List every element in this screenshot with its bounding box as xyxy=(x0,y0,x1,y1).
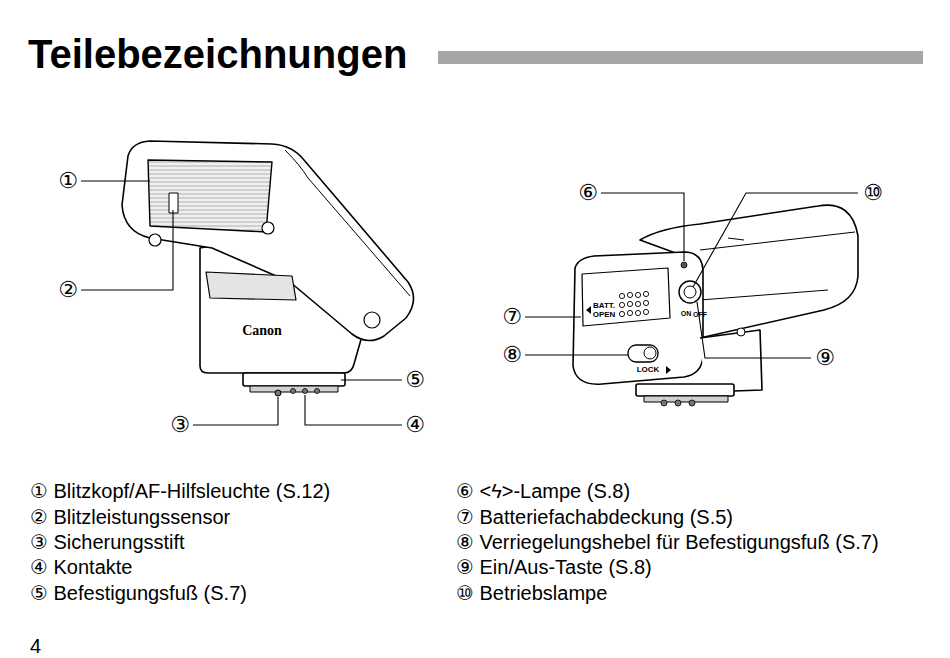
panel-marking: LOCK xyxy=(637,366,660,375)
flash-head xyxy=(122,141,414,341)
callout-number: ⑤ xyxy=(405,368,425,392)
contact xyxy=(303,389,308,394)
page-title: Teilebezeichnungen xyxy=(28,31,407,77)
power-button xyxy=(679,281,701,303)
callout-number: ⑥ xyxy=(578,181,598,205)
callout-number: ⑦ xyxy=(502,305,522,329)
heading-bar xyxy=(438,51,923,64)
page-number: 4 xyxy=(30,635,41,657)
leader-lines xyxy=(81,181,858,425)
part-list-item: ④ Kontakte xyxy=(30,556,132,578)
battery-dots xyxy=(619,291,648,316)
power-button-inner xyxy=(684,286,696,298)
part-list-item: ⑥ <ϟ>-Lampe (S.8) xyxy=(456,480,630,502)
contact xyxy=(661,400,667,406)
panel-marking: OFF xyxy=(693,311,707,319)
part-list-item: ⑨ Ein/Aus-Taste (S.8) xyxy=(456,556,652,578)
open-arrow xyxy=(586,306,591,314)
callout-number: ② xyxy=(58,278,78,302)
callout-number: ⑨ xyxy=(815,346,835,370)
head-edge xyxy=(700,290,828,300)
mounting-foot xyxy=(636,384,734,396)
lock-lever xyxy=(628,345,658,362)
mounting-foot xyxy=(243,373,345,386)
part-list-item: ⑤ Befestigungsfuß (S.7) xyxy=(30,582,247,604)
contact xyxy=(315,389,320,394)
callout-number: ⑧ xyxy=(502,343,522,367)
screw-hole xyxy=(364,312,380,328)
callout-number: ⑩ xyxy=(863,181,883,205)
lock-knob xyxy=(644,347,656,359)
callout-number: ① xyxy=(58,169,78,193)
battery-cover xyxy=(582,268,670,326)
flash-body xyxy=(700,330,762,392)
part-list-item: ② Blitzleistungssensor xyxy=(30,506,230,528)
part-list-item: ③ Sicherungsstift xyxy=(30,531,185,553)
panel-marking: ON xyxy=(681,310,692,318)
mark xyxy=(728,238,744,240)
part-list-item: ⑧ Verriegelungshebel für Befestigungsfuß… xyxy=(456,531,879,553)
screw-hole xyxy=(262,222,274,234)
lock-arrow xyxy=(666,366,671,374)
flash-front xyxy=(122,141,414,396)
contact xyxy=(689,400,695,406)
panel-marking: BATT. OPEN xyxy=(589,302,619,320)
head-edge xyxy=(285,150,410,296)
flash-rear xyxy=(573,205,858,406)
flash-window xyxy=(148,160,272,232)
rear-panel xyxy=(573,252,703,384)
flash-lamp xyxy=(681,262,687,268)
lock-pin xyxy=(275,390,281,396)
contact xyxy=(675,400,681,406)
contact xyxy=(291,389,296,394)
callout-number: ④ xyxy=(405,413,425,437)
part-list-item: ⑩ Betriebslampe xyxy=(456,582,607,604)
part-list-item: ① Blitzkopf/AF-Hilfsleuchte (S.12) xyxy=(30,480,330,502)
screw-hole xyxy=(149,234,161,246)
part-list-item: ⑦ Batteriefachabdeckung (S.5) xyxy=(456,506,733,528)
callout-number: ③ xyxy=(170,413,190,437)
foot-plate xyxy=(644,396,728,402)
af-window xyxy=(206,272,296,300)
head-edge xyxy=(700,232,855,250)
brand-logo: Canon xyxy=(242,323,282,338)
screw-hole xyxy=(737,328,745,336)
